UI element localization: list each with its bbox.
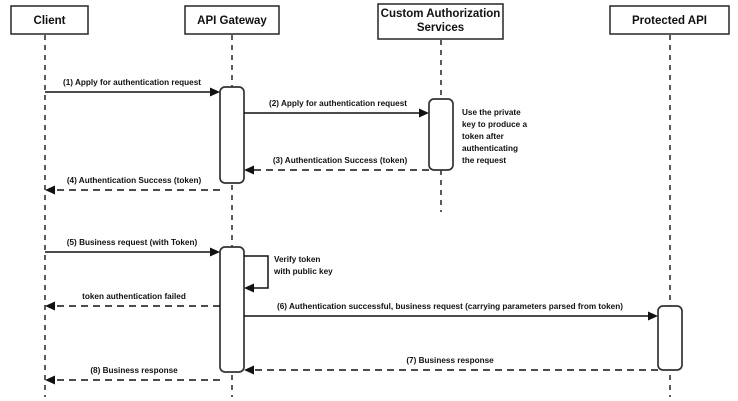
message-5-arrowhead-icon <box>210 247 220 257</box>
participant-box-custom-authorization-services[interactable] <box>377 3 504 40</box>
activations-layer <box>219 86 683 373</box>
message-1-arrowhead-icon <box>210 87 220 97</box>
message-token-authentication-failed[interactable]: token authentication failed <box>45 292 220 311</box>
participant-label-custom-authorization-services-line2: Services <box>417 22 464 34</box>
self-message-verify-token-arrowhead-icon <box>244 283 254 293</box>
message-4[interactable]: (4) Authentication Success (token) <box>45 176 220 195</box>
activation-custom-authorization-services-1 <box>428 98 454 171</box>
participant-headers-layer: Client API Gateway Custom Authorization … <box>10 3 730 40</box>
participant-api-gateway[interactable]: API Gateway <box>184 5 280 35</box>
note-private-key: Use the private key to produce a token a… <box>462 108 528 165</box>
note-private-key-line-4: authenticating <box>462 144 518 153</box>
activation-api-gateway-1 <box>219 86 245 184</box>
message-1[interactable]: (1) Apply for authentication request <box>45 78 220 97</box>
message-6-arrowhead-icon <box>648 311 658 321</box>
message-3[interactable]: (3) Authentication Success (token) <box>244 156 429 175</box>
message-4-arrowhead-icon <box>45 185 55 195</box>
message-2-label: (2) Apply for authentication request <box>269 99 407 108</box>
participant-box-protected-api[interactable] <box>609 5 730 35</box>
message-token-authentication-failed-arrowhead-icon <box>45 301 55 311</box>
participant-protected-api[interactable]: Protected API <box>609 5 730 35</box>
message-token-authentication-failed-label: token authentication failed <box>82 292 186 301</box>
note-private-key-line-5: the request <box>462 156 506 165</box>
message-5[interactable]: (5) Business request (with Token) <box>45 238 220 257</box>
participant-client[interactable]: Client <box>10 5 89 35</box>
message-2-arrowhead-icon <box>419 108 429 118</box>
note-private-key-line-1: Use the private <box>462 108 521 117</box>
participant-label-api-gateway: API Gateway <box>197 15 267 27</box>
self-message-verify-token[interactable]: Verify token with public key <box>244 255 333 293</box>
participant-label-protected-api: Protected API <box>632 15 707 27</box>
self-message-verify-token-line <box>244 255 269 289</box>
message-7-label: (7) Business response <box>406 356 494 365</box>
note-private-key-line-3: token after <box>462 132 505 141</box>
participant-label-client: Client <box>34 15 66 27</box>
self-message-verify-token-label-line-1: Verify token <box>274 255 320 264</box>
message-6[interactable]: (6) Authentication successful, business … <box>244 302 658 321</box>
message-8-arrowhead-icon <box>45 375 55 385</box>
message-8-label: (8) Business response <box>90 366 178 375</box>
self-message-verify-token-label-line-2: with public key <box>273 267 333 276</box>
note-private-key-line-2: key to produce a <box>462 120 528 129</box>
participant-custom-authorization-services[interactable]: Custom Authorization Services <box>377 3 504 40</box>
message-3-arrowhead-icon <box>244 165 254 175</box>
activation-protected-api-1 <box>657 305 683 371</box>
message-8[interactable]: (8) Business response <box>45 366 220 385</box>
participant-label-custom-authorization-services-line1: Custom Authorization <box>381 8 501 20</box>
message-7[interactable]: (7) Business response <box>244 356 658 375</box>
message-5-label: (5) Business request (with Token) <box>67 238 198 247</box>
participant-box-client[interactable] <box>10 5 89 35</box>
participant-box-api-gateway[interactable] <box>184 5 280 35</box>
message-6-label: (6) Authentication successful, business … <box>277 302 623 311</box>
message-3-label: (3) Authentication Success (token) <box>273 156 408 165</box>
message-7-arrowhead-icon <box>244 365 254 375</box>
message-1-label: (1) Apply for authentication request <box>63 78 201 87</box>
activation-api-gateway-2 <box>219 246 245 373</box>
lifelines-layer <box>44 35 671 397</box>
message-4-label: (4) Authentication Success (token) <box>67 176 202 185</box>
message-2[interactable]: (2) Apply for authentication request <box>244 99 429 118</box>
